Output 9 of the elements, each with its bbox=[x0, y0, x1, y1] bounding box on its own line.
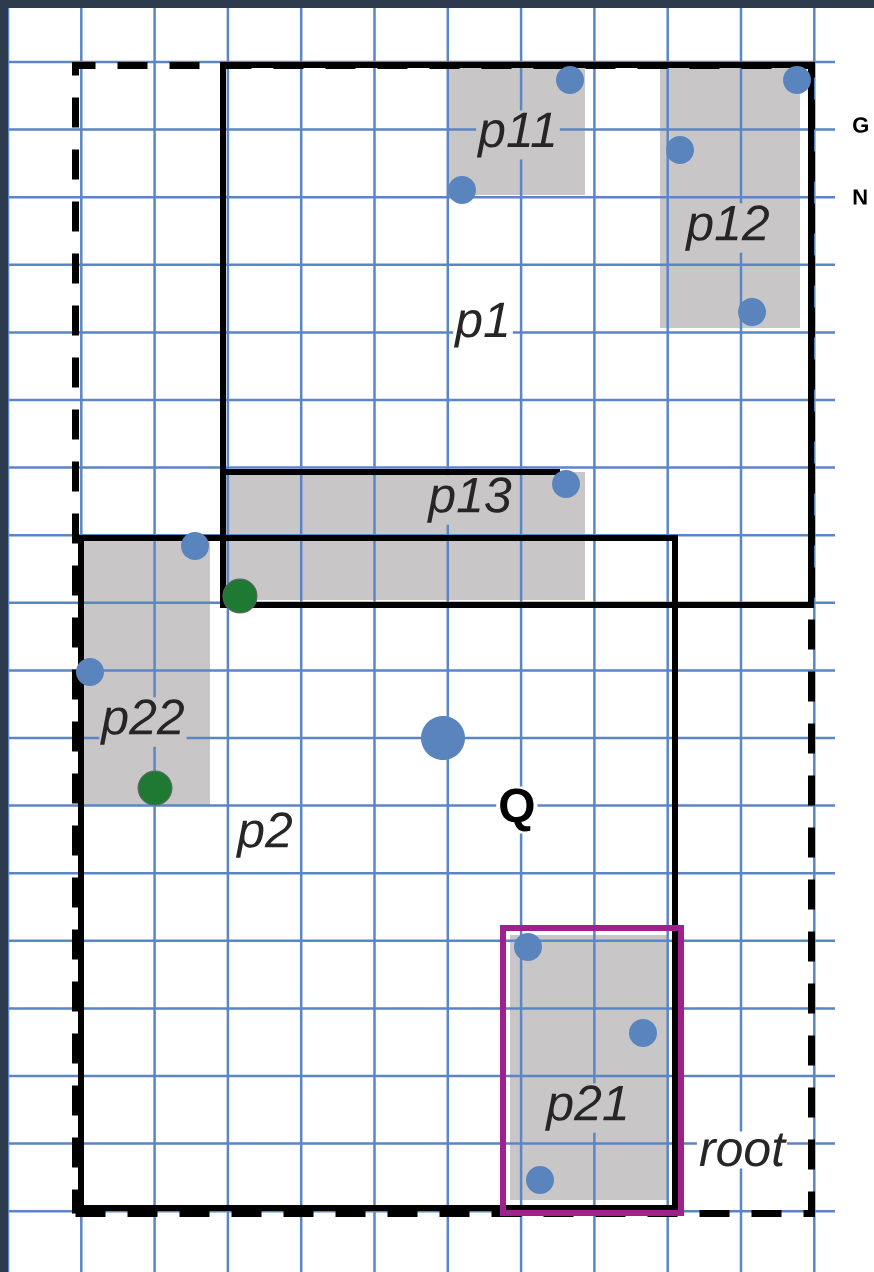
point-label: G bbox=[853, 117, 868, 133]
shaded-box: p11 bbox=[476, 110, 560, 160]
shaded-box: p13 bbox=[225, 469, 560, 525]
shaded-box: p22 bbox=[99, 697, 187, 747]
shaded-box: p12 bbox=[684, 203, 772, 253]
point-label: Q bbox=[500, 788, 534, 832]
point-label: N bbox=[853, 189, 867, 205]
highlighted-box: p21 bbox=[500, 925, 684, 1216]
node-label: p13 bbox=[427, 477, 512, 523]
